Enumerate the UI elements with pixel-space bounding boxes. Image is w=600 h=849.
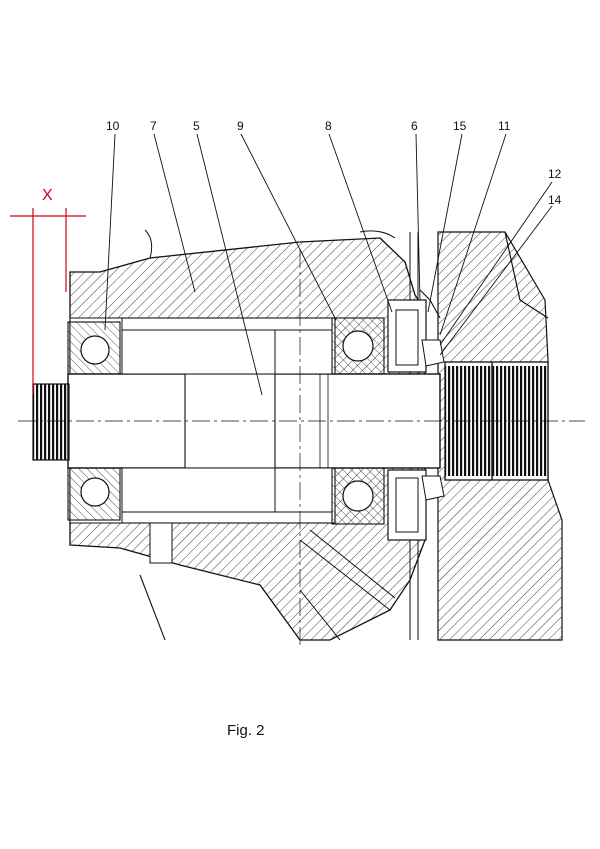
label-8: 8	[325, 119, 332, 133]
reference-numerals: 10 7 5 9 8 6 15 11 12 14	[106, 119, 562, 207]
label-7: 7	[150, 119, 157, 133]
leader-lines	[104, 133, 553, 396]
right-bearing	[331, 317, 385, 525]
label-5: 5	[193, 119, 200, 133]
label-14: 14	[548, 193, 562, 207]
label-11: 11	[498, 119, 511, 133]
label-12: 12	[548, 167, 562, 181]
left-spline-end	[32, 383, 70, 461]
dimension-x-label: X	[42, 187, 53, 204]
label-6: 6	[411, 119, 418, 133]
label-10: 10	[106, 119, 120, 133]
figure-caption: Fig. 2	[227, 722, 265, 739]
seal-assembly	[387, 289, 445, 541]
label-9: 9	[237, 119, 244, 133]
dimension-x	[10, 208, 86, 394]
label-15: 15	[453, 119, 467, 133]
left-bearing	[67, 321, 121, 521]
